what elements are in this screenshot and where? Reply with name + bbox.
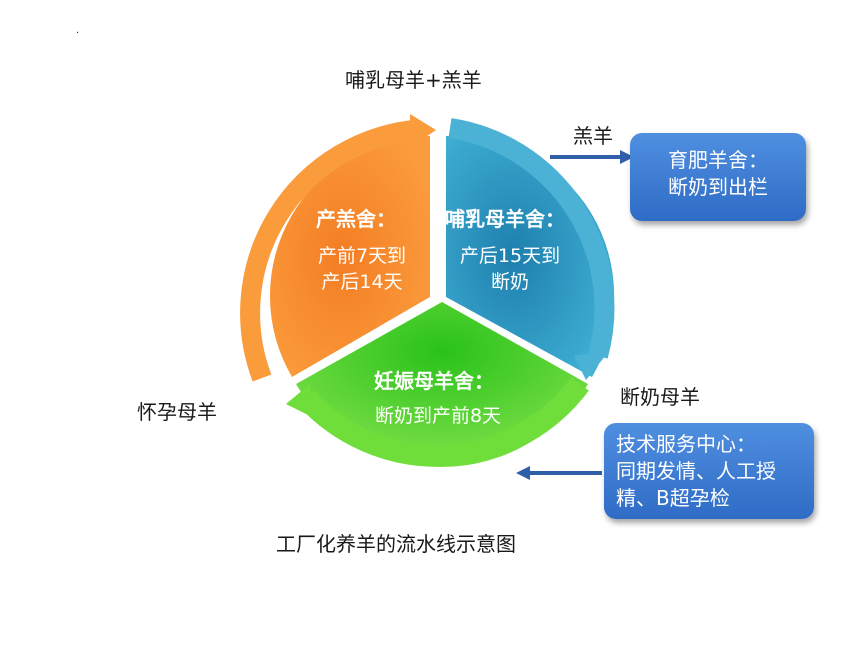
diagram-caption: 工厂化养羊的流水线示意图 bbox=[276, 532, 516, 556]
lamb-label: 羔羊 bbox=[573, 124, 613, 148]
tech-service-box: 技术服务中心： 同期发情、人工授 精、B超孕检 bbox=[604, 423, 814, 519]
pregnancy-arrow-head bbox=[286, 384, 314, 418]
lamb-connector-head bbox=[620, 150, 634, 164]
weaned-ewe-label: 断奶母羊 bbox=[620, 385, 700, 409]
lambing-line1: 产前7天到 bbox=[318, 245, 406, 267]
tech-box-line2: 同期发情、人工授 bbox=[616, 459, 776, 483]
pregnancy-title: 妊娠母羊舍： bbox=[374, 369, 494, 393]
tech-box-line3: 精、B超孕检 bbox=[616, 486, 730, 510]
tech-connector-head bbox=[516, 466, 530, 480]
nursing-line2: 断奶 bbox=[491, 271, 529, 293]
lambing-sector bbox=[269, 136, 430, 377]
pregnancy-arrow bbox=[297, 377, 589, 467]
fattening-box: 育肥羊舍： 断奶到出栏 bbox=[630, 133, 806, 221]
lambing-title: 产羔舍： bbox=[316, 207, 396, 231]
pregnant-ewe-label: 怀孕母羊 bbox=[137, 400, 217, 424]
fattening-box-line2: 断奶到出栏 bbox=[668, 175, 768, 199]
lambing-arrow bbox=[240, 120, 416, 382]
lambing-line2: 产后14天 bbox=[321, 271, 402, 293]
nursing-arrow-head bbox=[574, 350, 610, 380]
lambing-arrow-head bbox=[410, 114, 436, 148]
nursing-line1: 产后15天到 bbox=[460, 245, 560, 267]
pregnancy-line1: 断奶到产前8天 bbox=[375, 405, 501, 427]
top-label: 哺乳母羊+羔羊 bbox=[345, 68, 482, 92]
tiny-mark: · bbox=[76, 28, 80, 39]
nursing-arrow bbox=[448, 118, 615, 359]
tech-box-line1: 技术服务中心： bbox=[616, 432, 756, 456]
fattening-box-line1: 育肥羊舍： bbox=[668, 148, 768, 172]
nursing-title: 哺乳母羊舍： bbox=[445, 207, 565, 231]
